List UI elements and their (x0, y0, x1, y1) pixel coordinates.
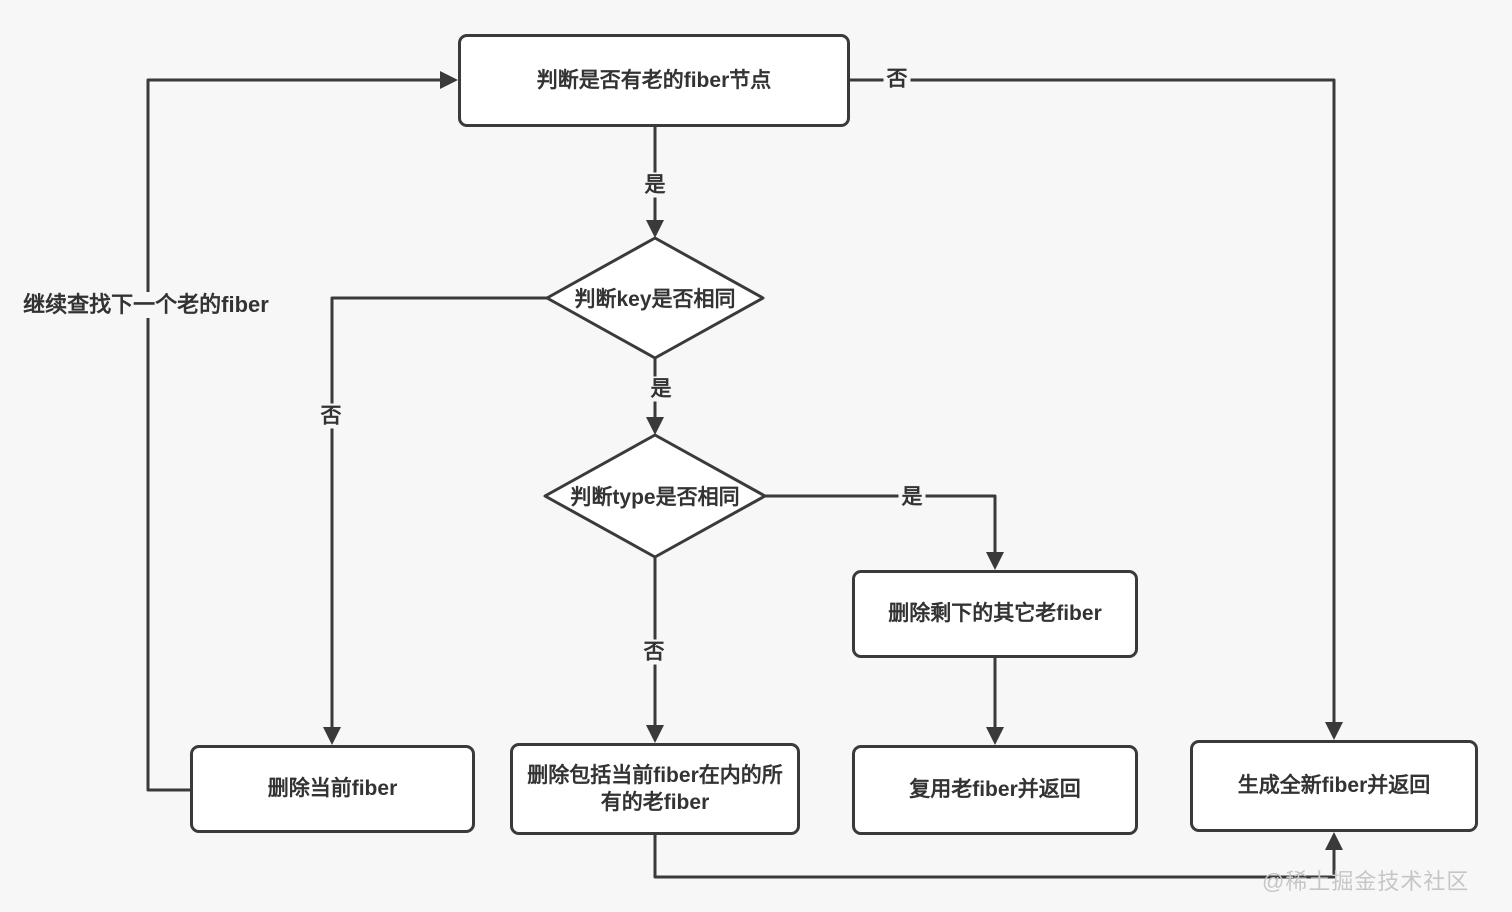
node-delete-remaining-old-fibers: 删除剩下的其它老fiber (852, 570, 1138, 658)
arrowhead-into-create-new-top (1325, 722, 1343, 740)
arrowhead-into-key-diamond (646, 220, 664, 238)
edge-label-key-no: 否 (317, 403, 345, 429)
arrowhead-into-delete-all (646, 725, 664, 743)
arrowhead-into-start (440, 71, 458, 89)
arrowhead-into-type-diamond (646, 417, 664, 435)
edge-label-start-no: 否 (883, 66, 911, 92)
diamond-check-key (545, 236, 765, 360)
arrowhead-into-delete-remaining (986, 552, 1004, 570)
edge-loop-to-start (146, 78, 444, 792)
edge-label-start-yes: 是 (641, 172, 669, 198)
node-check-old-fiber: 判断是否有老的fiber节点 (458, 34, 850, 127)
diamond-check-type (543, 433, 767, 559)
edge-type-yes-to-delete-remaining (765, 494, 997, 558)
arrowhead-into-create-new-bottom (1325, 832, 1343, 850)
node-create-new-fiber: 生成全新fiber并返回 (1190, 740, 1478, 832)
edge-key-no-to-delete-current (330, 296, 547, 733)
node-check-key-label: 判断key是否相同 (574, 288, 736, 311)
edge-label-type-no: 否 (640, 639, 668, 665)
arrowhead-into-delete-current (323, 727, 341, 745)
node-reuse-old-fiber: 复用老fiber并返回 (852, 745, 1138, 835)
edge-label-key-yes: 是 (647, 376, 675, 402)
node-delete-current-fiber: 删除当前fiber (190, 745, 475, 833)
juejin-watermark: @稀土掘金技术社区 (1262, 869, 1470, 894)
edge-label-continue-next-old-fiber: 继续查找下一个老的fiber (20, 292, 272, 318)
edge-start-no-to-create-new (850, 78, 1336, 728)
edge-delete-all-to-create-new (653, 835, 1336, 879)
node-delete-all-old-fibers: 删除包括当前fiber在内的所有的老fiber (510, 743, 800, 835)
arrowhead-into-reuse (986, 727, 1004, 745)
node-check-type-label: 判断type是否相同 (570, 486, 740, 509)
edge-label-type-yes: 是 (898, 484, 926, 510)
